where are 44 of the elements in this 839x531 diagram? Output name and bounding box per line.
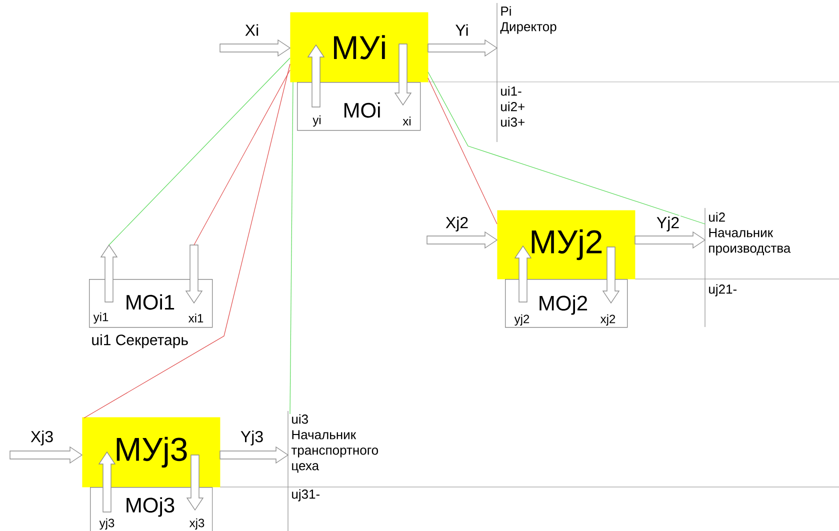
- arrow-label: yi1: [93, 312, 108, 324]
- arrow-label: yi: [312, 115, 321, 127]
- hollow-arrow: [10, 446, 83, 464]
- edge-label: Xj2: [444, 216, 470, 232]
- table-text: ui3: [292, 414, 308, 424]
- arrow-label: xi: [402, 116, 411, 126]
- hollow-arrow: [634, 231, 706, 249]
- hollow-arrow: [98, 451, 116, 512]
- module-box: МУj3: [82, 417, 220, 488]
- hollow-arrow: [307, 44, 325, 108]
- hollow-arrow: [602, 246, 620, 304]
- table-text: Директор: [500, 22, 556, 34]
- arrow-label: xj2: [600, 314, 616, 326]
- edge-label: Yj2: [655, 216, 681, 232]
- hollow-arrow: [428, 39, 498, 57]
- edge-label: Xi: [244, 23, 260, 37]
- table-text: Начальник транспортного цеха: [291, 430, 378, 473]
- hollow-arrow: [220, 39, 291, 57]
- arrow-label: yj3: [99, 518, 114, 530]
- hollow-arrow: [220, 446, 289, 464]
- connector-line: [108, 58, 290, 246]
- hollow-arrow: [426, 231, 498, 249]
- table-text: Pi: [501, 6, 511, 16]
- edge-label: Yj3: [239, 430, 265, 446]
- connector-line: [290, 82, 294, 414]
- hollow-arrow: [514, 245, 532, 302]
- arrow-label: yj2: [514, 314, 530, 326]
- connector-line: [84, 64, 290, 418]
- module-box: МУj2: [497, 210, 636, 280]
- table-text: uj21-: [709, 284, 737, 296]
- connector-line: [428, 72, 706, 224]
- connector-line: [428, 78, 498, 224]
- hollow-arrow: [394, 44, 412, 106]
- hollow-arrow: [186, 454, 204, 511]
- table-text: Начальник производства: [709, 228, 791, 256]
- table-text: uj31-: [292, 489, 320, 502]
- table-text: ui2: [709, 212, 725, 222]
- module-box: МУi: [290, 12, 428, 82]
- caption-text: ui1 Секретарь: [90, 333, 190, 350]
- edge-label: Xj3: [29, 430, 55, 446]
- edge-label: Yi: [454, 23, 470, 37]
- arrow-label: xj3: [189, 518, 204, 530]
- arrow-label: xi1: [188, 314, 204, 322]
- table-text: ui1- ui2+ ui3+: [501, 86, 524, 127]
